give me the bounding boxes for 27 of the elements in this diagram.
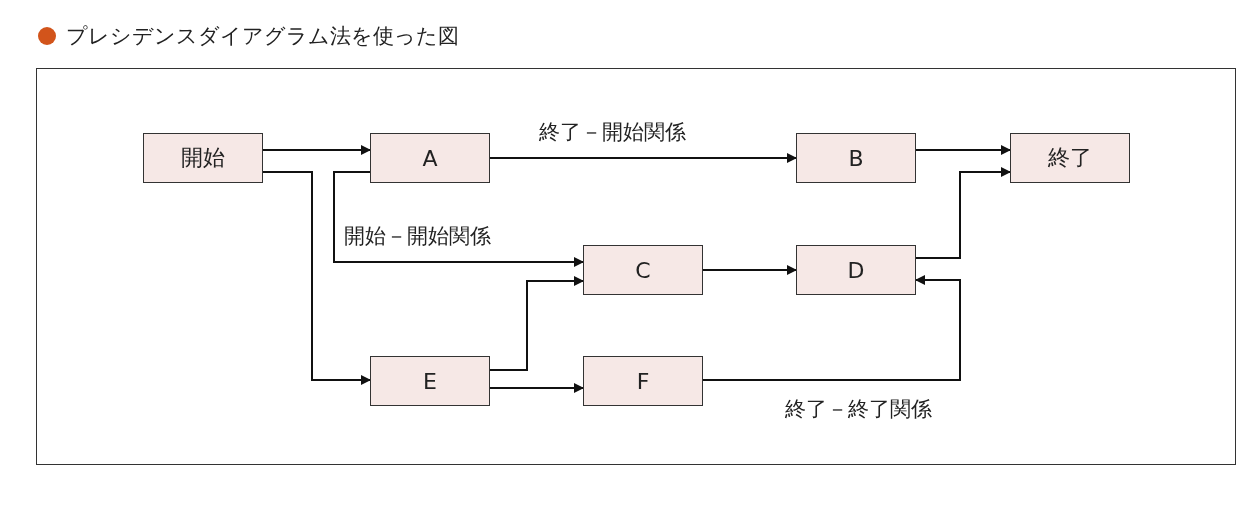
- activity-label: 終了: [1048, 144, 1092, 172]
- title: プレシデンスダイアグラム法を使った図: [66, 23, 459, 50]
- arrow: [702, 265, 797, 275]
- arrow: [702, 275, 961, 381]
- activity-box: [1010, 133, 1130, 183]
- activity-box: [583, 245, 703, 295]
- arrow: [489, 153, 797, 163]
- activity-box: [583, 356, 703, 406]
- activity-label: B: [848, 145, 864, 171]
- arrow: [915, 145, 1011, 155]
- arrow: [333, 171, 584, 267]
- activity-label: C: [635, 257, 651, 283]
- arrow: [262, 171, 371, 385]
- activity-box: [796, 245, 916, 295]
- activity-box: [796, 133, 916, 183]
- activity-label: E: [423, 368, 437, 394]
- activity-box: [143, 133, 263, 183]
- activity-box: [370, 133, 490, 183]
- arrow: [915, 167, 1011, 259]
- activity-label: A: [422, 145, 438, 171]
- activity-box: [370, 356, 490, 406]
- activity-label: F: [636, 368, 650, 394]
- arrow: [262, 145, 371, 155]
- arrow: [489, 276, 584, 371]
- activity-label: D: [847, 257, 865, 283]
- arrow: [489, 383, 584, 393]
- activity-label: 開始: [181, 144, 225, 172]
